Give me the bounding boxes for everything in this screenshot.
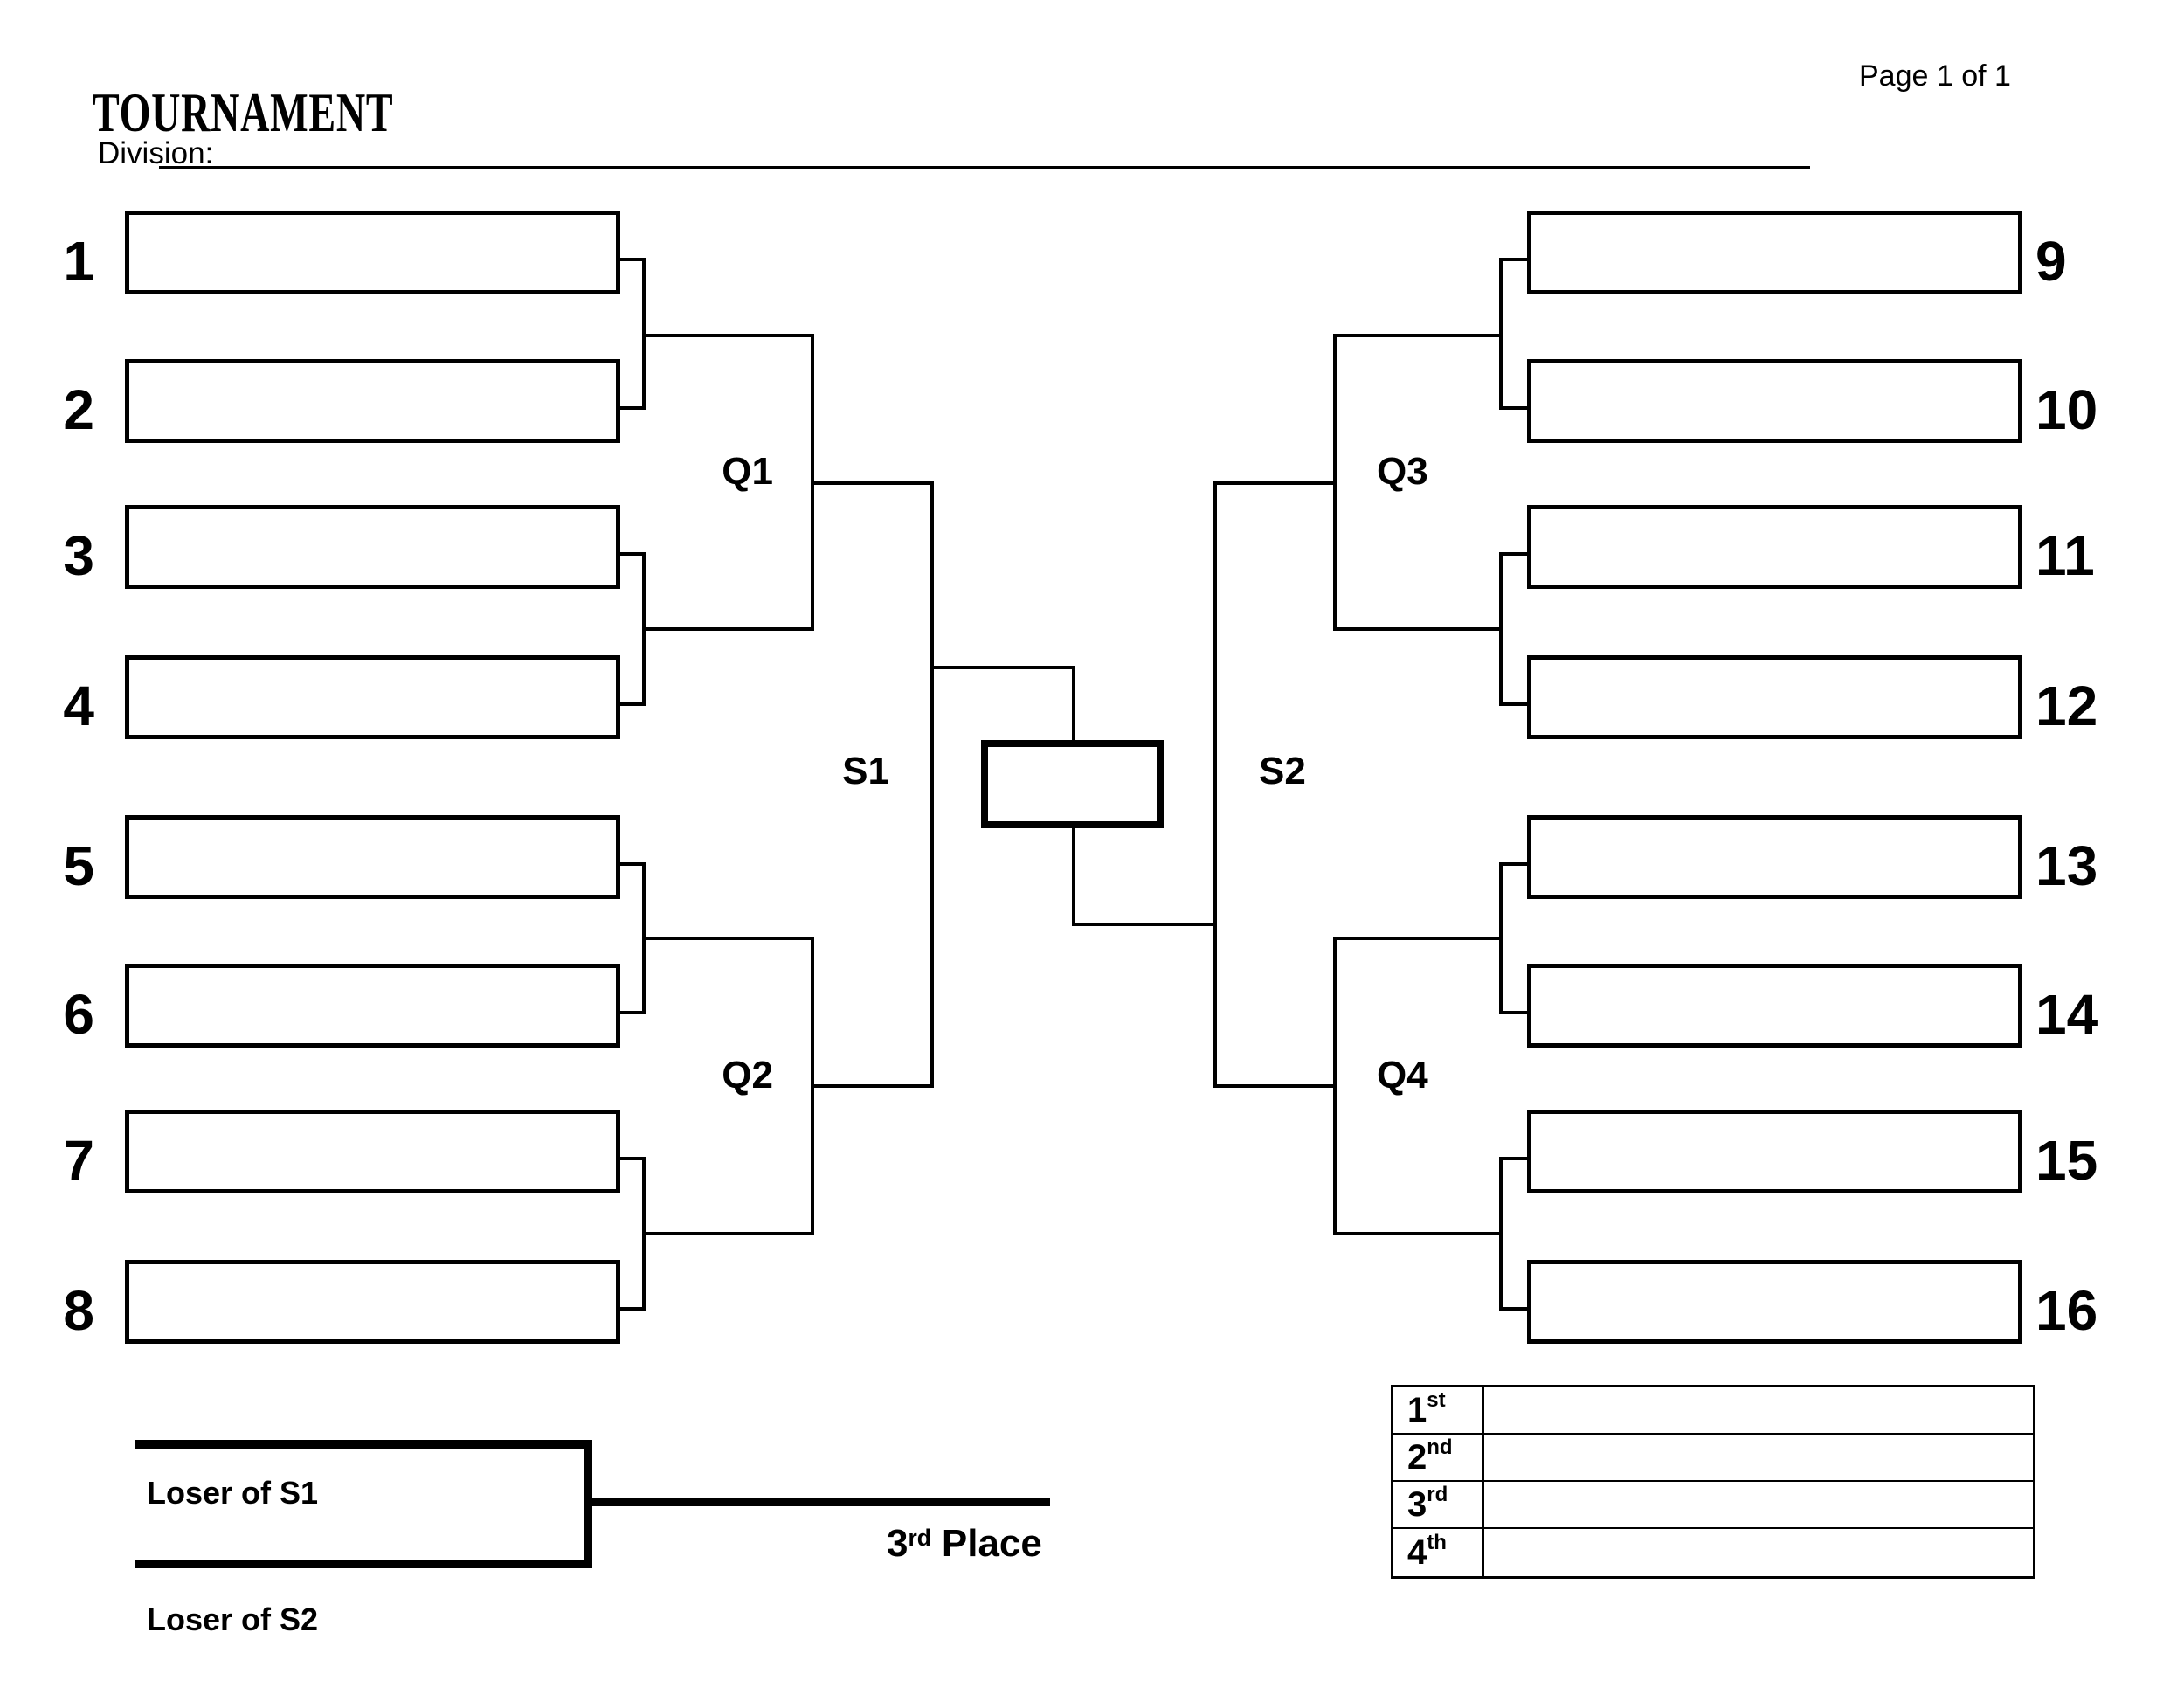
player-box-12[interactable] [1527,655,2022,739]
player-box-1[interactable] [125,211,620,294]
connector-line [620,702,646,706]
seed-number-9: 9 [2035,230,2067,293]
player-box-8[interactable] [125,1260,620,1344]
final-winner-box[interactable] [981,740,1164,828]
seed-number-7: 7 [63,1129,94,1192]
final-connector-line [1072,825,1075,926]
connector-line [1336,937,1503,940]
player-box-10[interactable] [1527,359,2022,443]
round-label-s2: S2 [1259,750,1306,792]
player-box-16[interactable] [1527,1260,2022,1344]
connector-line [1336,1232,1503,1235]
connector-line [1336,334,1503,337]
round-label-q2: Q2 [722,1054,773,1097]
seed-number-8: 8 [63,1279,94,1342]
round-label-q3: Q3 [1377,450,1428,493]
seed-number-3: 3 [63,524,94,587]
connector-line [620,406,646,410]
seed-number-10: 10 [2035,378,2098,441]
seed-number-6: 6 [63,983,94,1046]
player-box-7[interactable] [125,1110,620,1193]
player-box-4[interactable] [125,655,620,739]
round-label-s1: S1 [842,750,889,792]
final-connector-line [932,666,1075,669]
player-box-6[interactable] [125,964,620,1048]
page-title: TOURNAMENT [93,81,394,143]
connector-line [1502,552,1527,556]
semifinal-bracket-line [1213,481,1217,1088]
connector-line [620,1157,646,1160]
connector-line [620,1011,646,1014]
connector-line [642,334,814,337]
loser-of-s1-label: Loser of S1 [147,1475,319,1511]
player-box-14[interactable] [1527,964,2022,1048]
final-connector-line [1072,923,1217,926]
consolation-bracket-line [584,1440,592,1568]
seed-number-5: 5 [63,834,94,897]
connector-line [1215,1084,1337,1088]
connector-line [620,1307,646,1311]
third-place-label: 3rd Place [887,1522,1042,1566]
division-input-line[interactable] [159,166,1810,169]
connector-line [1502,862,1527,866]
semifinal-bracket-line [930,481,934,1088]
division-label: Division: [98,136,214,170]
connector-line [1502,1011,1527,1014]
player-box-15[interactable] [1527,1110,2022,1193]
player-box-11[interactable] [1527,505,2022,589]
loser-s2-line [135,1560,587,1568]
seed-number-12: 12 [2035,675,2098,737]
seed-number-15: 15 [2035,1129,2098,1192]
place-value-3rd[interactable] [1484,1482,2033,1529]
third-place-word: Place [941,1522,1042,1565]
seed-number-11: 11 [2035,524,2095,587]
seed-number-1: 1 [63,230,94,293]
connector-line [1502,258,1527,261]
connector-line [620,862,646,866]
third-place-number: 3 [887,1522,909,1565]
place-value-4th[interactable] [1484,1529,2033,1576]
connector-line [1502,702,1527,706]
seed-number-2: 2 [63,378,94,441]
connector-line [642,1232,814,1235]
place-value-1st[interactable] [1484,1387,2033,1435]
loser-s1-line [135,1440,587,1449]
round-label-q4: Q4 [1377,1054,1428,1097]
seed-number-16: 16 [2035,1279,2098,1342]
third-place-suffix: rd [908,1525,931,1552]
connector-line [1502,1307,1527,1311]
loser-of-s2-label: Loser of S2 [147,1602,319,1637]
connector-line [812,481,932,485]
player-box-2[interactable] [125,359,620,443]
final-connector-line [1072,666,1075,744]
player-box-3[interactable] [125,505,620,589]
connector-line [1502,1157,1527,1160]
place-value-2nd[interactable] [1484,1435,2033,1482]
connector-line [812,1084,932,1088]
connector-line [620,258,646,261]
connector-line [642,627,814,631]
round-label-q1: Q1 [722,450,773,493]
connector-line [642,937,814,940]
player-box-13[interactable] [1527,815,2022,899]
seed-number-4: 4 [63,675,94,737]
player-box-5[interactable] [125,815,620,899]
connector-line [620,552,646,556]
seed-number-14: 14 [2035,983,2098,1046]
third-place-line [589,1498,1050,1506]
connector-line [1336,627,1503,631]
page-number: Page 1 of 1 [1859,59,2011,93]
player-box-9[interactable] [1527,211,2022,294]
connector-line [1215,481,1337,485]
connector-line [1502,406,1527,410]
seed-number-13: 13 [2035,834,2098,897]
